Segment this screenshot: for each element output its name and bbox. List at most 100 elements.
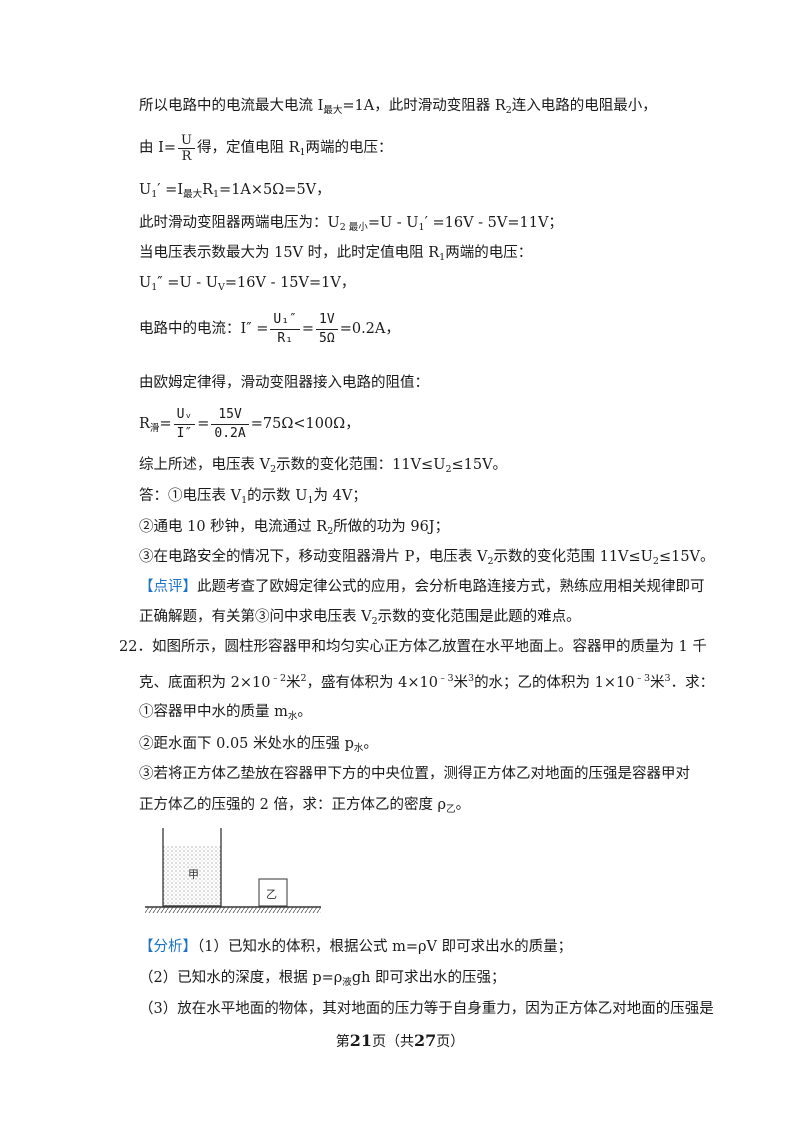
text: ≤15V。 <box>658 549 715 565</box>
question-22-line: 克、底面积为 2×10﹣2米2，盛有体积为 4×10﹣3米3的水；乙的体积为 1… <box>139 669 714 693</box>
text: R <box>202 182 213 198</box>
fraction-numerator: 1V <box>316 311 338 330</box>
fraction-denominator: I″ <box>176 425 193 441</box>
text: ③若将正方体乙垫放在容器甲下方的中央位置，测得正方体乙对地面的压强是容器甲对 <box>139 766 690 782</box>
text: 电路中的电流：I″ = <box>139 321 269 337</box>
text: 综上所述，电压表 V <box>139 457 271 473</box>
text: 22．如图所示，圆柱形容器甲和均匀实心正方体乙放置在水平地面上。容器甲的质量为 … <box>119 639 707 655</box>
page-number: 21 <box>349 1031 372 1050</box>
text-line: 所以电路中的电流最大电流 I最大=1A，此时滑动变阻器 R2连入电路的电阻最小， <box>139 96 657 121</box>
subscript: V <box>218 282 225 293</box>
superscript: ﹣2 <box>270 673 286 684</box>
subscript: 2 最小 <box>339 222 368 233</box>
subscript: 水 <box>287 711 298 722</box>
container-jia-label: 甲 <box>188 868 199 881</box>
fraction-numerator: 15V <box>211 406 249 425</box>
text-line: 由欧姆定律得，滑动变阻器接入电路的阻值： <box>139 373 429 393</box>
fraction-denominator: 5Ω <box>319 330 335 346</box>
text: 页） <box>436 1034 465 1050</box>
text-line: 正确解题，有关第③问中求电压表 V2示数的变化范围是此题的难点。 <box>139 607 581 632</box>
text: 为 4V； <box>313 488 367 504</box>
text-line: U1′ =I最大R1=1A×5Ω=5V， <box>139 180 331 205</box>
fraction: U₁″R₁ <box>270 311 300 348</box>
text: 两端的电压： <box>305 140 393 156</box>
text: 此时滑动变阻器两端电压为：U <box>139 215 340 231</box>
text: （1）已知水的体积，根据公式 m=ρV 即可求出水的质量； <box>197 939 573 955</box>
text: 的水；乙的体积为 1×10 <box>474 675 635 691</box>
subscript: 2 <box>505 105 512 116</box>
text: 由欧姆定律得，滑动变阻器接入电路的阻值： <box>139 375 429 391</box>
text: =75Ω<100Ω， <box>250 416 360 432</box>
question-22-line: ②距水面下 0.05 米处水的压强 p水。 <box>139 734 378 759</box>
text: 米 <box>453 675 469 691</box>
superscript: 3 <box>664 673 671 684</box>
fraction-numerator: Uᵥ <box>173 406 196 425</box>
subscript: 1 <box>151 282 158 293</box>
text: 由 I= <box>139 140 176 156</box>
text: （2）已知水的深度，根据 p=ρ <box>139 970 343 986</box>
text: 两端的电压： <box>445 245 533 261</box>
text: ③在电路安全的情况下，移动变阻器滑片 P，电压表 V <box>139 549 488 565</box>
subscript: 2 <box>487 556 494 567</box>
question-22-line: 22．如图所示，圆柱形容器甲和均匀实心正方体乙放置在水平地面上。容器甲的质量为 … <box>119 637 707 657</box>
text: 。 <box>297 704 312 720</box>
text: 页（共 <box>372 1034 414 1050</box>
subscript: 最大 <box>183 189 203 200</box>
text: ′ =16V - 5V=11V； <box>424 215 563 231</box>
text-line: ②通电 10 秒钟，电流通过 R2所做的功为 96J； <box>139 517 449 542</box>
text: 示数的变化范围 11V≤U <box>493 549 653 565</box>
analysis-tag: 【分析】 <box>139 939 197 955</box>
text-line: U1″ =U - UV=16V - 15V=1V， <box>139 273 355 298</box>
text: =U - U <box>367 215 419 231</box>
text-line: ③在电路安全的情况下，移动变阻器滑片 P，电压表 V2示数的变化范围 11V≤U… <box>139 547 715 572</box>
text: ①容器甲中水的质量 m <box>139 704 288 720</box>
text: 正确解题，有关第③问中求电压表 V <box>139 609 372 625</box>
figure-diagram: 甲 乙 <box>145 828 321 913</box>
water-fill <box>163 846 221 906</box>
fraction-numerator: U₁″ <box>270 311 300 330</box>
text-line: 此时滑动变阻器两端电压为：U2 最小=U - U1′ =16V - 5V=11V… <box>139 213 563 238</box>
text: = <box>197 416 210 432</box>
subscript: 1 <box>241 495 248 506</box>
subscript: 水 <box>353 743 364 754</box>
analysis-line: （2）已知水的深度，根据 p=ρ液gh 即可求出水的压强； <box>139 968 506 993</box>
text: ，盛有体积为 4×10 <box>306 675 438 691</box>
cube-yi <box>258 878 288 907</box>
subscript: 1 <box>307 495 314 506</box>
text: 所做的功为 96J； <box>333 519 450 535</box>
subscript: 1 <box>418 222 425 233</box>
cube-yi-label: 乙 <box>266 888 277 901</box>
text: =1A，此时滑动变阻器 R <box>342 98 506 114</box>
text: 克、底面积为 2×10 <box>139 675 271 691</box>
text: 正方体乙的压强的 2 倍，求：正方体乙的密度 ρ <box>139 797 447 813</box>
text: ′ =I <box>157 182 184 198</box>
text: =0.2A， <box>339 321 400 337</box>
subscript: 液 <box>342 977 352 988</box>
superscript: 3 <box>468 673 475 684</box>
superscript: ﹣3 <box>634 673 651 684</box>
text: 米 <box>650 675 665 691</box>
text: 示数的变化范围：11V≤U <box>276 457 446 473</box>
text: R <box>139 416 150 432</box>
question-22-line: 正方体乙的压强的 2 倍，求：正方体乙的密度 ρ乙。 <box>139 795 470 820</box>
text-line: 当电压表示数最大为 15V 时，此时定值电阻 R1两端的电压： <box>139 243 532 268</box>
text: ″ =U - U <box>157 275 219 291</box>
question-22-line: ①容器甲中水的质量 m水。 <box>139 702 312 727</box>
text-line: 答：①电压表 V1的示数 U1为 4V； <box>139 486 367 511</box>
subscript: 1 <box>151 189 158 200</box>
subscript: 乙 <box>446 804 456 815</box>
text: 答：①电压表 V <box>139 488 242 504</box>
text: 连入电路的电阻最小， <box>511 98 657 114</box>
fraction-denominator: 0.2A <box>214 425 246 441</box>
text: 米 <box>285 675 301 691</box>
container-jia <box>162 828 222 907</box>
text-line: 综上所述，电压表 V2示数的变化范围：11V≤U2≤15V。 <box>139 455 507 480</box>
text: =1A×5Ω=5V， <box>219 182 331 198</box>
text: = <box>301 321 315 337</box>
text: =16V - 15V=1V， <box>224 275 356 291</box>
text: （3）放在水平地面的物体，其对地面的压力等于自身重力，因为正方体乙对地面的压强是 <box>139 1001 714 1017</box>
